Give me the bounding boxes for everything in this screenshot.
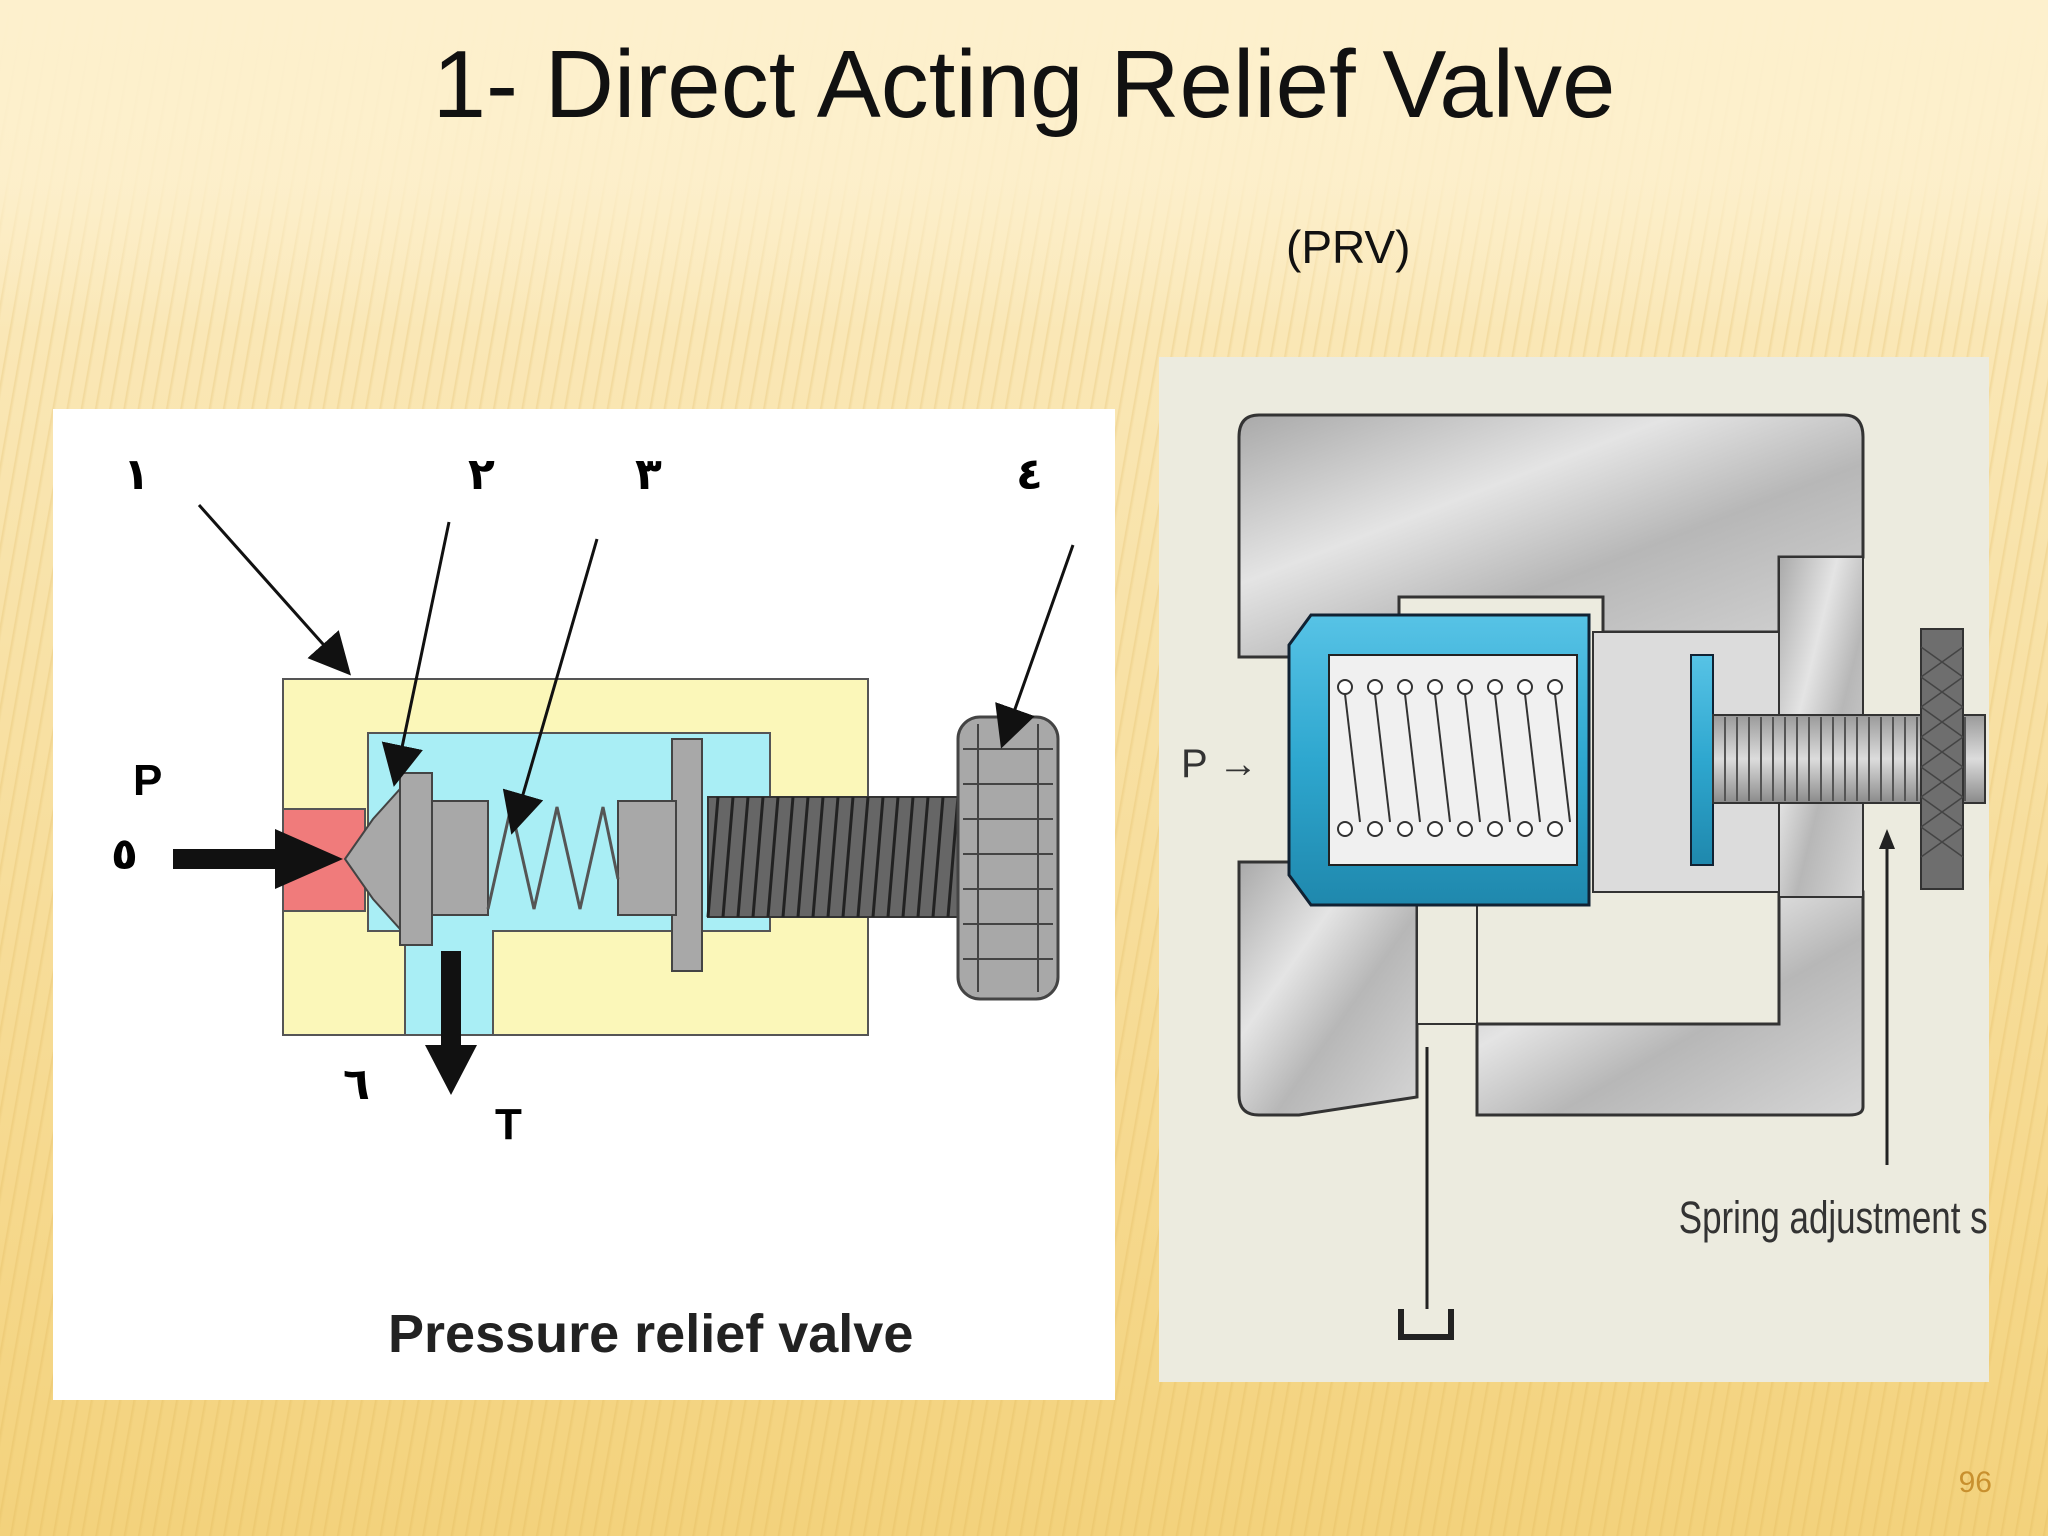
valve-body-bottom-left: [1237, 860, 1419, 1117]
label-2: ٢: [468, 449, 495, 500]
poppet: [343, 772, 489, 946]
left-diagram-caption: Pressure relief valve: [388, 1304, 913, 1364]
label-3: ٣: [635, 449, 662, 500]
right-diagram-svg: P → Spring adjustment screw: [1181, 413, 1989, 1340]
right-diagram-caption: Spring adjustment screw: [1679, 1191, 1989, 1243]
callout-line-1: [197, 504, 351, 676]
callout-line-2: [381, 521, 451, 787]
label-5: ٥: [111, 829, 138, 880]
spring-cavity: [1328, 654, 1578, 866]
pressure-relief-valve-diagram: ١ ٢ ٣ ٤ ٥ ٦ P T Pressure relief valve: [53, 409, 1115, 1400]
left-diagram-svg: ١ ٢ ٣ ٤ ٥ ٦ P T Pressure relief valve: [111, 449, 1075, 1364]
spring-retainer: [1690, 654, 1714, 866]
slide-subtitle: (PRV): [1286, 221, 1411, 273]
label-1: ١: [123, 449, 150, 500]
label-6: ٦: [343, 1059, 370, 1110]
callout-line-3: [502, 538, 599, 835]
relief-valve-cutaway-diagram: P → Spring adjustment screw: [1159, 357, 1989, 1382]
drain-tank-symbol: [1398, 1309, 1454, 1340]
adjustment-screw-thread: [706, 796, 971, 918]
adjustment-knob: [956, 715, 1060, 1001]
pressure-inlet-arrow: [173, 829, 343, 889]
knob-knurling: [1920, 646, 1964, 858]
valve-body-bottom-right: [1475, 890, 1865, 1117]
spring: [1337, 679, 1571, 837]
slide-title: 1- Direct Acting Relief Valve: [432, 31, 1616, 138]
callout-line-4: [995, 544, 1075, 749]
port-p-label: P: [133, 756, 162, 805]
spring-guide-right: [617, 800, 677, 916]
port-t-label: T: [495, 1100, 522, 1149]
tank-outlet-arrow: [425, 951, 477, 1095]
label-4: ٤: [1016, 449, 1043, 500]
page-number: 96: [1958, 1466, 1992, 1499]
port-p-label: P →: [1181, 742, 1258, 786]
screw-callout-arrowhead: [1879, 829, 1895, 849]
slide-background-fade: [0, 0, 2048, 330]
adjustment-knob: [1920, 628, 1964, 890]
